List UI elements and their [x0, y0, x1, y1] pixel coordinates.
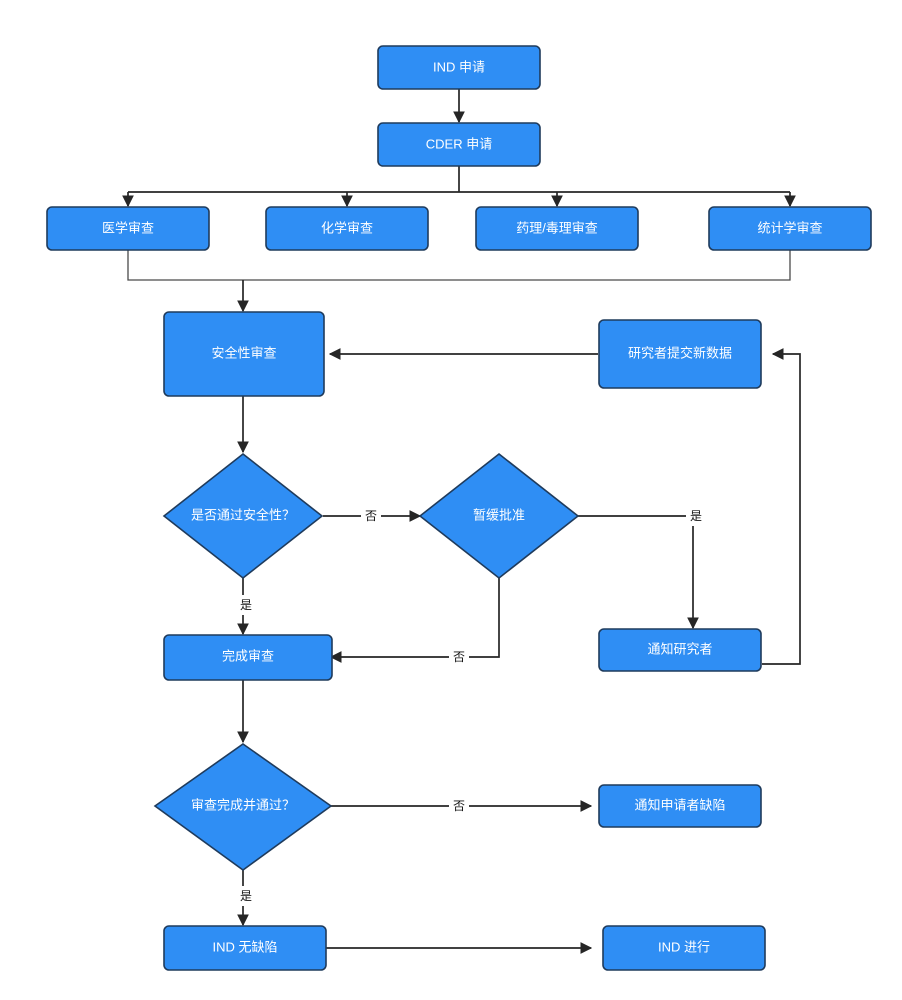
node-notify-investigator[interactable]: 通知研究者: [598, 628, 762, 672]
edge-hold-no-to-complete: [329, 578, 500, 663]
node-safety-pass-decision[interactable]: 是否通过安全性？: [162, 452, 324, 580]
node-ind-application[interactable]: IND 申请: [377, 45, 541, 90]
node-chemistry-review[interactable]: 化学审查: [265, 206, 429, 251]
node-cder-application-shape[interactable]: [377, 122, 541, 167]
edge-label-bg-safety-no: [361, 506, 381, 526]
node-chemistry-review-shape[interactable]: [265, 206, 429, 251]
node-complete-review[interactable]: 完成审查: [163, 634, 333, 681]
node-ind-no-deficiency[interactable]: IND 无缺陷: [163, 925, 327, 971]
edge-hold-yes-to-notify: [578, 515, 699, 630]
node-medical-review-shape[interactable]: [46, 206, 210, 251]
node-statistics-review-shape[interactable]: [708, 206, 872, 251]
edge-label-bg-hold-yes: [686, 506, 706, 526]
edge-label-safety-yes: 是: [240, 598, 252, 612]
node-safety-review[interactable]: 安全性审查: [163, 311, 325, 397]
edge-label-layer: 否 是 是 否 否 是: [236, 506, 706, 906]
node-statistics-review[interactable]: 统计学审查: [708, 206, 872, 251]
edge-notify-loop-to-newdata: [762, 348, 801, 665]
node-complete-review-shape[interactable]: [163, 634, 333, 681]
node-ind-no-deficiency-shape[interactable]: [163, 925, 327, 971]
node-cder-application[interactable]: CDER 申请: [377, 122, 541, 167]
node-hold-approval[interactable]: 暂缓批准: [418, 452, 580, 580]
node-hold-approval-shape[interactable]: [418, 452, 580, 580]
node-medical-review[interactable]: 医学审查: [46, 206, 210, 251]
edge-label-hold-yes: 是: [690, 509, 702, 523]
node-ind-application-shape[interactable]: [377, 45, 541, 90]
edge-label-bg-done-yes: [236, 886, 256, 906]
node-ind-proceed[interactable]: IND 进行: [602, 925, 766, 971]
node-pharm-tox-review-shape[interactable]: [475, 206, 639, 251]
node-safety-pass-decision-shape[interactable]: [162, 452, 324, 580]
node-review-done-decision[interactable]: 审查完成并通过？: [153, 743, 333, 871]
edge-label-done-yes: 是: [240, 889, 252, 903]
node-pharm-tox-review[interactable]: 药理/毒理审查: [475, 206, 639, 251]
edge-label-bg-safety-yes: [236, 595, 256, 615]
node-notify-applicant-deficiency-shape[interactable]: [598, 784, 762, 828]
node-notify-applicant-deficiency[interactable]: 通知申请者缺陷: [598, 784, 762, 828]
edge-label-bg-done-no: [449, 796, 469, 816]
edge-label-safety-no: 否: [365, 509, 377, 523]
edge-label-hold-no: 否: [453, 650, 465, 664]
edge-label-bg-hold-no: [449, 647, 469, 667]
edge-medical-merge: [127, 249, 243, 281]
node-investigator-new-data[interactable]: 研究者提交新数据: [598, 319, 762, 389]
node-safety-review-shape[interactable]: [163, 311, 325, 397]
node-notify-investigator-shape[interactable]: [598, 628, 762, 672]
node-investigator-new-data-shape[interactable]: [598, 319, 762, 389]
edge-label-done-no: 否: [453, 799, 465, 813]
edge-statistics-merge: [243, 249, 791, 281]
node-ind-proceed-shape[interactable]: [602, 925, 766, 971]
node-review-done-decision-shape[interactable]: [153, 743, 333, 871]
